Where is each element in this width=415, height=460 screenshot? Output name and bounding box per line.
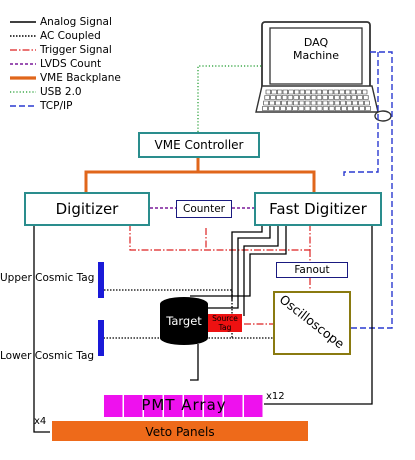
pmt-block	[144, 395, 163, 417]
analog-links	[33, 224, 373, 433]
source-tag-box	[208, 314, 242, 332]
fanout-label: Fanout	[294, 264, 330, 276]
legend-lvds-count: LVDS Count	[40, 58, 102, 70]
pmt-block	[164, 395, 183, 417]
legend-ac-coupled: AC Coupled	[40, 30, 101, 42]
target-label: Target	[166, 314, 202, 328]
veto-multiplicity-label: x4	[34, 416, 47, 427]
pmt-block	[244, 395, 263, 417]
pmt-block	[184, 395, 203, 417]
usb-link	[197, 65, 262, 132]
veto-panels-label: Veto Panels	[145, 425, 215, 439]
tcpip-link-1	[350, 51, 393, 329]
digitizer-label: Digitizer	[55, 200, 119, 218]
pmt-block	[124, 395, 143, 417]
lower-cosmic-tag-bar	[98, 320, 104, 356]
vme-controller-label: VME Controller	[154, 138, 244, 152]
legend-usb: USB 2.0	[40, 86, 82, 98]
legend-vme-backplane: VME Backplane	[40, 72, 121, 84]
trigger-links	[129, 224, 311, 325]
legend-tcpip: TCP/IP	[40, 100, 73, 112]
daq-machine-label: DAQ Machine	[292, 36, 340, 62]
legend-trigger-signal: Trigger Signal	[40, 44, 112, 56]
upper-cosmic-tag-bar	[98, 262, 104, 298]
pmt-multiplicity-label: x12	[266, 391, 285, 402]
vme-controller-box: VME Controller	[138, 132, 260, 158]
fast-digitizer-label: Fast Digitizer	[269, 200, 367, 218]
pmt-block	[224, 395, 243, 417]
counter-box: Counter	[176, 200, 232, 218]
pmt-array-blocks	[104, 395, 263, 417]
legend-samples	[10, 21, 36, 107]
digitizer-box: Digitizer	[24, 192, 150, 226]
veto-panels-bar	[52, 421, 308, 441]
mouse-icon	[374, 110, 392, 122]
pmt-block	[204, 395, 223, 417]
oscilloscope-box	[273, 291, 351, 355]
pmt-block	[104, 395, 123, 417]
fast-digitizer-box: Fast Digitizer	[254, 192, 382, 226]
legend-analog-signal: Analog Signal	[40, 16, 112, 28]
keyboard-icon	[255, 85, 379, 113]
source-tag-label: Source Tag	[212, 314, 238, 332]
lower-cosmic-tag-label: Lower Cosmic Tag	[0, 350, 95, 362]
fanout-box: Fanout	[276, 262, 348, 278]
tcpip-link-2	[343, 52, 379, 176]
vme-backplane-lines	[84, 158, 316, 192]
target-cylinder	[160, 297, 208, 345]
pmt-array-label: PMT Array	[141, 396, 227, 414]
upper-cosmic-tag-label: Upper Cosmic Tag	[0, 272, 95, 284]
counter-label: Counter	[183, 203, 225, 215]
